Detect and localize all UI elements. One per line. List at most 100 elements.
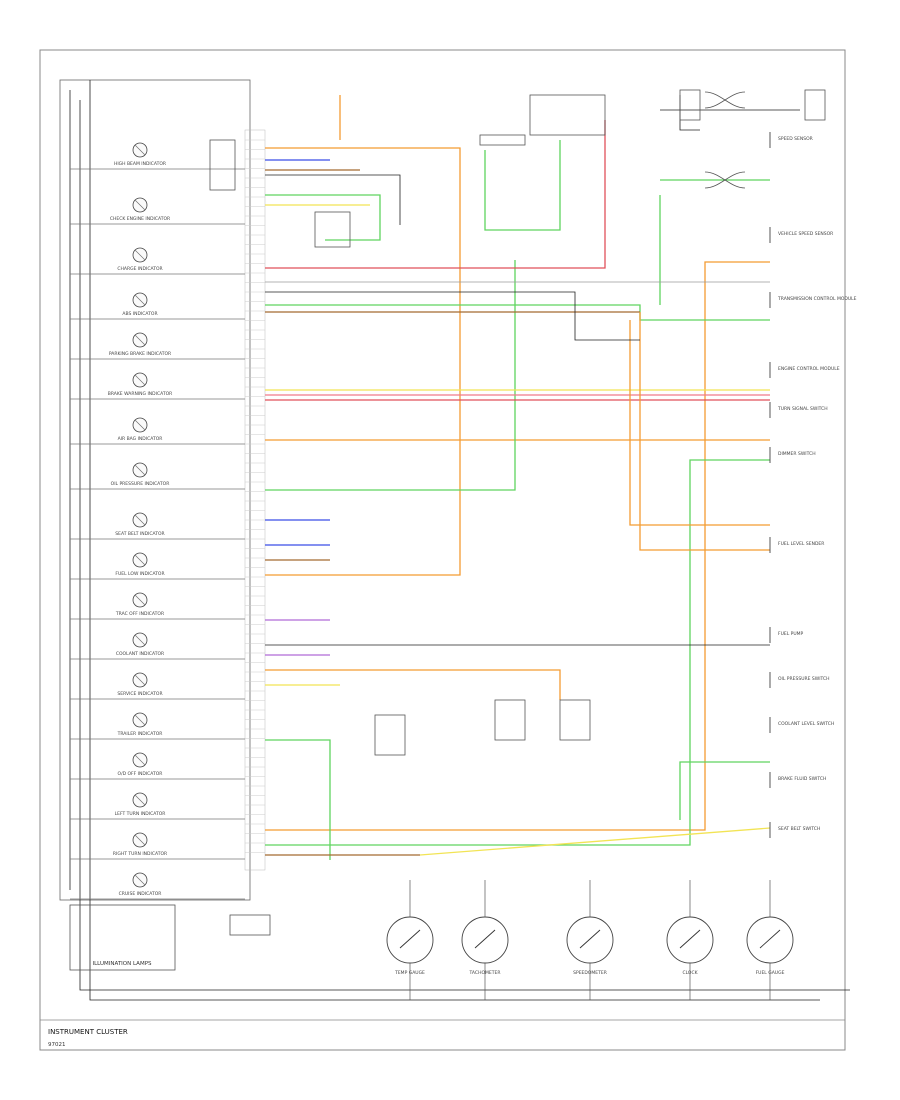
module-box-2	[529, 94, 606, 136]
indicator-9: SEAT BELT INDICATOR	[70, 512, 245, 540]
illumination-lamps-label: ILLUMINATION LAMPS	[93, 961, 153, 967]
indicator-layer: HIGH BEAM INDICATOR CHECK ENGINE INDICATO…	[70, 142, 245, 900]
indicator-13: SERVICE INDICATOR	[70, 672, 245, 700]
component-label: COOLANT LEVEL SWITCH	[778, 721, 834, 727]
indicator-label: TRAILER INDICATOR	[117, 731, 163, 737]
indicator-10: FUEL LOW INDICATOR	[70, 552, 245, 580]
module-box-6	[374, 714, 406, 756]
indicator-4: ABS INDICATOR	[70, 292, 245, 320]
wire-green-9	[265, 739, 331, 860]
wire-black-37	[679, 95, 700, 131]
lamp-filament-icon	[134, 634, 146, 646]
gauge-dial-icon	[746, 916, 794, 964]
lamp-filament-icon	[134, 464, 146, 476]
illumination-lamps-box	[69, 904, 176, 971]
component-label: ENGINE CONTROL MODULE	[778, 366, 840, 372]
lamp-filament-icon	[134, 714, 146, 726]
lamp-filament-icon	[134, 294, 146, 306]
lamp-filament-icon	[134, 874, 146, 886]
lamp-filament-icon	[134, 514, 146, 526]
gauge-needle-icon	[474, 929, 496, 949]
lamp-filament-icon	[134, 199, 146, 211]
cluster-connector-block	[244, 129, 266, 871]
component-label: BRAKE FLUID SWITCH	[778, 776, 826, 782]
indicator-14: TRAILER INDICATOR	[70, 712, 245, 740]
diagram-caption: INSTRUMENT CLUSTER	[48, 1028, 128, 1036]
indicator-18: CRUISE INDICATOR	[70, 872, 245, 900]
wire-orange-31	[639, 312, 770, 551]
indicator-label: CRUISE INDICATOR	[119, 891, 162, 897]
wire-orange-4	[265, 669, 561, 700]
wire-black-36	[265, 174, 401, 225]
right-component-1: SPEED SENSOR	[769, 132, 813, 148]
module-box-8	[559, 699, 591, 741]
module-layer	[209, 89, 826, 1000]
indicator-2: CHECK ENGINE INDICATOR	[70, 197, 245, 225]
module-box-9	[229, 914, 271, 936]
module-box-5	[479, 134, 526, 146]
module-box-1	[314, 211, 351, 248]
gauge-3: CLOCK	[666, 880, 714, 976]
module-box-10	[209, 139, 236, 191]
diagram-border	[39, 49, 846, 1051]
right-component-layer: SPEED SENSOR VEHICLE SPEED SENSOR TRANSMIS…	[769, 132, 857, 838]
gauge-label: CLOCK	[682, 970, 698, 976]
gauge-5: FUEL GAUGE	[746, 880, 794, 976]
gauge-4: TEMP GAUGE	[386, 880, 434, 976]
lamp-filament-icon	[134, 249, 146, 261]
module-box-3	[679, 89, 701, 121]
indicator-12: COOLANT INDICATOR	[70, 632, 245, 660]
gauge-label: TEMP GAUGE	[394, 970, 425, 976]
gauge-2: SPEEDOMETER	[566, 880, 614, 976]
gauge-1: TACHOMETER	[461, 880, 509, 976]
indicator-label: PARKING BRAKE INDICATOR	[109, 351, 171, 357]
right-component-7: FUEL LEVEL SENDER	[769, 537, 824, 553]
component-label: OIL PRESSURE SWITCH	[778, 676, 830, 682]
lamp-filament-icon	[134, 594, 146, 606]
module-box-7	[494, 699, 526, 741]
component-label: TURN SIGNAL SWITCH	[777, 406, 828, 412]
wire-black-34	[265, 291, 640, 341]
right-component-6: DIMMER SWITCH	[769, 447, 816, 463]
indicator-label: COOLANT INDICATOR	[116, 651, 164, 657]
cluster-boundary	[59, 79, 251, 901]
right-component-2: VEHICLE SPEED SENSOR	[769, 227, 833, 243]
right-component-10: COOLANT LEVEL SWITCH	[769, 717, 834, 733]
gauge-needle-icon	[579, 929, 601, 949]
gauge-needle-icon	[679, 929, 701, 949]
wire-yellow-20	[419, 827, 771, 856]
right-component-9: OIL PRESSURE SWITCH	[769, 672, 830, 688]
wire-green-6	[265, 194, 381, 241]
lamp-filament-icon	[134, 554, 146, 566]
indicator-label: RIGHT TURN INDICATOR	[113, 851, 167, 857]
wire-orange-3	[265, 261, 770, 831]
component-label: TRANSMISSION CONTROL MODULE	[777, 296, 857, 302]
indicator-label: TRAC OFF INDICATOR	[115, 611, 164, 617]
wire-layer	[69, 80, 850, 1001]
gauge-dial-icon	[461, 916, 509, 964]
indicator-label: SEAT BELT INDICATOR	[115, 531, 164, 537]
indicator-label: HIGH BEAM INDICATOR	[114, 161, 166, 167]
indicator-15: O/D OFF INDICATOR	[70, 752, 245, 780]
indicator-label: FUEL LOW INDICATOR	[115, 571, 164, 577]
indicator-7: AIR BAG INDICATOR	[70, 417, 245, 445]
gauge-dial-icon	[666, 916, 714, 964]
gauge-layer: TACHOMETER SPEEDOMETER CLOCK TEMP GAUGE FUEL…	[386, 880, 794, 976]
right-component-5: TURN SIGNAL SWITCH	[769, 402, 828, 418]
twisted-pair-b-2	[704, 171, 746, 189]
indicator-label: CHARGE INDICATOR	[117, 266, 162, 272]
lamp-filament-icon	[134, 374, 146, 386]
indicator-label: OIL PRESSURE INDICATOR	[111, 481, 170, 487]
lamp-filament-icon	[134, 674, 146, 686]
wire-green-10	[265, 459, 770, 846]
component-label: SEAT BELT SWITCH	[778, 826, 820, 832]
indicator-label: SERVICE INDICATOR	[117, 691, 162, 697]
indicator-label: LEFT TURN INDICATOR	[115, 811, 166, 817]
gauge-needle-icon	[399, 929, 421, 949]
lamp-filament-icon	[134, 419, 146, 431]
component-label: DIMMER SWITCH	[778, 451, 816, 457]
wire-red-15	[265, 120, 606, 269]
indicator-label: CHECK ENGINE INDICATOR	[110, 216, 170, 222]
indicator-5: PARKING BRAKE INDICATOR	[70, 332, 245, 360]
